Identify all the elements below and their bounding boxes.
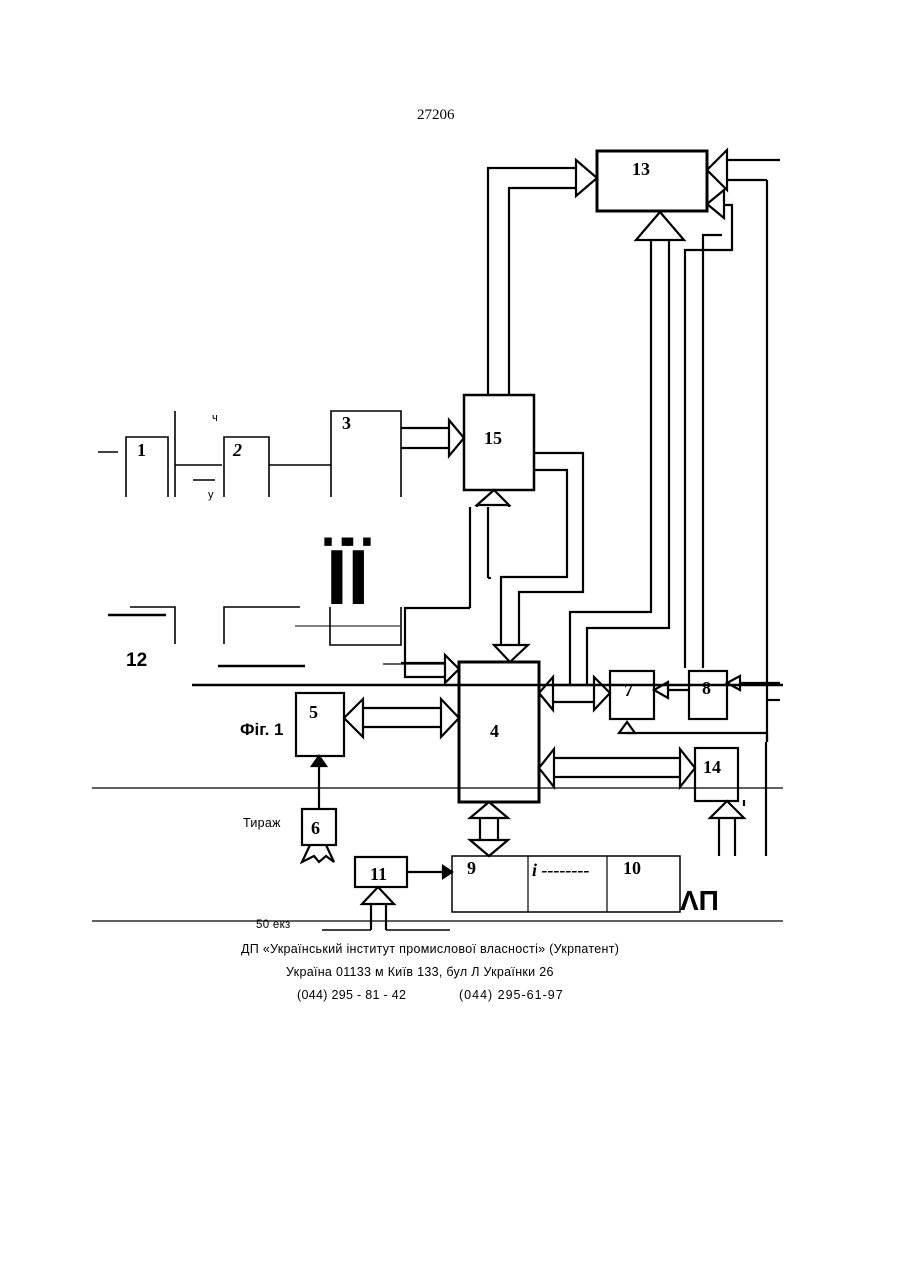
circulation-label: Тираж bbox=[243, 816, 281, 830]
block-4 bbox=[459, 662, 539, 802]
block-6-label: 6 bbox=[311, 818, 320, 838]
block-7-label: 7 bbox=[624, 680, 633, 700]
bus-5-to-4 bbox=[344, 699, 459, 737]
block-2-label: 2 bbox=[232, 440, 242, 460]
bus-4-to-15 bbox=[405, 490, 509, 677]
block-4-label: 4 bbox=[490, 721, 499, 741]
bus-right-to-13 bbox=[685, 190, 732, 668]
block-3-label: 3 bbox=[342, 413, 351, 433]
block-12-label: 12 bbox=[126, 650, 147, 671]
block-13-label: 13 bbox=[632, 159, 650, 179]
bus-4-to-14 bbox=[539, 749, 695, 787]
bus-7-to-13 bbox=[570, 212, 684, 685]
blocks-lower-partial bbox=[108, 607, 455, 666]
block-15-label: 15 bbox=[484, 428, 502, 448]
circulation-value: 50 екз bbox=[256, 919, 291, 931]
bus-4-to-9 bbox=[470, 802, 508, 856]
phone-1: (044) 295 - 81 - 42 bbox=[297, 988, 406, 1002]
phone-2: (044) 295-61-97 bbox=[459, 988, 564, 1002]
bus-15-to-13 bbox=[488, 160, 597, 395]
block-5-label: 5 bbox=[309, 702, 318, 722]
link-8-to-7 bbox=[654, 676, 780, 698]
bus-3-to-15 bbox=[401, 420, 464, 456]
label-i-dashes: i -------- bbox=[532, 860, 589, 880]
bus-3-to-4 bbox=[401, 655, 459, 683]
link-right-to-7 bbox=[619, 722, 767, 742]
block-14-label: 14 bbox=[703, 757, 721, 777]
block-9-label: 9 bbox=[467, 858, 476, 878]
label-y: у bbox=[208, 489, 214, 501]
publisher-line: ДП «Український інститут промислової вла… bbox=[241, 942, 619, 956]
bus-input-13 bbox=[707, 150, 780, 742]
label-ii-glyph: ЇЇ bbox=[324, 533, 372, 621]
bus-4-to-7 bbox=[539, 677, 610, 710]
figure-label: Фіг. 1 bbox=[240, 720, 284, 739]
block-1-label: 1 bbox=[137, 440, 146, 460]
label-ap-glyph: ΛΠ bbox=[680, 885, 719, 916]
label-ch: ч bbox=[212, 412, 218, 424]
block-11-label: 11 bbox=[370, 864, 387, 884]
block-13 bbox=[597, 151, 707, 211]
block-8-label: 8 bbox=[702, 678, 711, 698]
block-10-label: 10 bbox=[623, 858, 641, 878]
block-5 bbox=[296, 693, 344, 756]
address-line: Україна 01133 м Київ 133, бул Л Українки… bbox=[286, 965, 554, 979]
